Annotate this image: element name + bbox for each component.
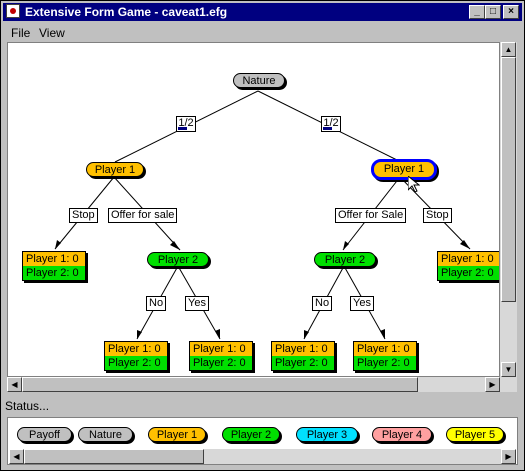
arrowhead bbox=[55, 240, 61, 249]
legend-scroll-right-button[interactable]: ▶ bbox=[501, 449, 516, 464]
payoff-player1: Player 1: 0 bbox=[272, 342, 334, 356]
payoff-player1: Player 1: 0 bbox=[190, 342, 252, 356]
scroll-left-button[interactable]: ◀ bbox=[7, 377, 22, 392]
app-icon[interactable] bbox=[6, 4, 20, 18]
payoff-left-yes[interactable]: Player 1: 0 Player 2: 0 bbox=[189, 341, 253, 371]
payoff-player2: Player 2: 0 bbox=[105, 356, 167, 370]
action-label-offer-right: Offer for Sale bbox=[335, 208, 407, 223]
action-label-yes-right: Yes bbox=[350, 296, 374, 311]
action-label-yes-left: Yes bbox=[185, 296, 209, 311]
menu-file[interactable]: File bbox=[11, 26, 31, 40]
legend-nature[interactable]: Nature bbox=[78, 427, 133, 442]
arrowhead bbox=[343, 241, 349, 250]
payoff-player2: Player 2: 0 bbox=[354, 356, 416, 370]
legend-player-1[interactable]: Player 1 bbox=[148, 427, 206, 442]
probability-bar bbox=[178, 127, 187, 130]
scroll-down-button[interactable]: ▼ bbox=[501, 362, 516, 377]
action-label-offer-left: Offer for sale bbox=[108, 208, 178, 223]
payoff-right-no[interactable]: Player 1: 0 Player 2: 0 bbox=[271, 341, 335, 371]
probability-text: 1/2 bbox=[178, 117, 194, 129]
payoff-left-no[interactable]: Player 1: 0 Player 2: 0 bbox=[104, 341, 168, 371]
player1-node-right-selected[interactable]: Player 1 bbox=[371, 159, 437, 180]
vertical-scroll-thumb[interactable] bbox=[501, 57, 516, 302]
legend-player-5[interactable]: Player 5 bbox=[446, 427, 504, 442]
arrowhead bbox=[460, 240, 470, 249]
player1-node-left[interactable]: Player 1 bbox=[86, 162, 144, 177]
scroll-right-button[interactable]: ▶ bbox=[485, 377, 500, 392]
payoff-player2: Player 2: 0 bbox=[272, 356, 334, 370]
arrowhead bbox=[215, 329, 220, 339]
payoff-player2: Player 2: 0 bbox=[190, 356, 252, 370]
vertical-scrollbar[interactable]: ▲ ▼ bbox=[500, 42, 517, 392]
game-tree-canvas[interactable]: Nature 1/2 1/2 Player 1 Player 1 Stop Of… bbox=[7, 42, 500, 377]
arrowhead bbox=[137, 330, 142, 339]
legend-scroll-left-button[interactable]: ◀ bbox=[9, 449, 24, 464]
probability-text: 1/2 bbox=[323, 117, 339, 129]
legend-payoff[interactable]: Payoff bbox=[17, 427, 72, 442]
maximize-button[interactable]: □ bbox=[485, 5, 501, 19]
scroll-up-button[interactable]: ▲ bbox=[501, 42, 516, 57]
window-title: Extensive Form Game - caveat1.efg bbox=[25, 5, 228, 19]
legend-scroll-thumb[interactable] bbox=[24, 449, 204, 464]
arrowhead bbox=[170, 241, 180, 250]
title-bar[interactable]: Extensive Form Game - caveat1.efg _ □ × bbox=[3, 3, 522, 21]
arrowhead bbox=[380, 329, 385, 339]
player2-node-left[interactable]: Player 2 bbox=[147, 252, 209, 267]
legend-player-3[interactable]: Player 3 bbox=[296, 427, 358, 442]
arrowhead bbox=[304, 330, 309, 339]
payoff-right-yes[interactable]: Player 1: 0 Player 2: 0 bbox=[353, 341, 417, 371]
minimize-button[interactable]: _ bbox=[469, 5, 485, 19]
probability-label-left: 1/2 bbox=[176, 116, 196, 132]
close-button[interactable]: × bbox=[503, 5, 519, 19]
action-label-no-right: No bbox=[312, 296, 333, 311]
payoff-player1: Player 1: 0 bbox=[23, 252, 85, 266]
payoff-player2: Player 2: 0 bbox=[438, 266, 499, 280]
probability-bar bbox=[323, 127, 332, 130]
nature-node[interactable]: Nature bbox=[233, 73, 285, 88]
horizontal-scrollbar[interactable]: ◀ ▶ bbox=[7, 377, 500, 392]
player2-node-right[interactable]: Player 2 bbox=[314, 252, 376, 267]
menu-bar: File View bbox=[3, 23, 522, 42]
status-text: Status... bbox=[5, 399, 50, 413]
action-label-no-left: No bbox=[146, 296, 167, 311]
mouse-cursor-icon bbox=[408, 176, 420, 193]
legend-horizontal-scrollbar[interactable]: ◀ ▶ bbox=[9, 449, 516, 464]
legend-player-2[interactable]: Player 2 bbox=[222, 427, 280, 442]
payoff-player1: Player 1: 0 bbox=[105, 342, 167, 356]
payoff-player1: Player 1: 0 bbox=[354, 342, 416, 356]
payoff-player2: Player 2: 0 bbox=[23, 266, 85, 280]
menu-view[interactable]: View bbox=[39, 26, 65, 40]
player-legend: Payoff Nature Player 1 Player 2 Player 3… bbox=[7, 417, 518, 465]
probability-label-right: 1/2 bbox=[321, 116, 341, 132]
action-label-stop-left: Stop bbox=[69, 208, 98, 223]
legend-player-4[interactable]: Player 4 bbox=[372, 427, 432, 442]
horizontal-scroll-thumb[interactable] bbox=[22, 377, 418, 392]
action-label-stop-right: Stop bbox=[423, 208, 452, 223]
payoff-player1: Player 1: 0 bbox=[438, 252, 499, 266]
payoff-left-stop[interactable]: Player 1: 0 Player 2: 0 bbox=[22, 251, 86, 281]
payoff-right-stop[interactable]: Player 1: 0 Player 2: 0 bbox=[437, 251, 499, 281]
